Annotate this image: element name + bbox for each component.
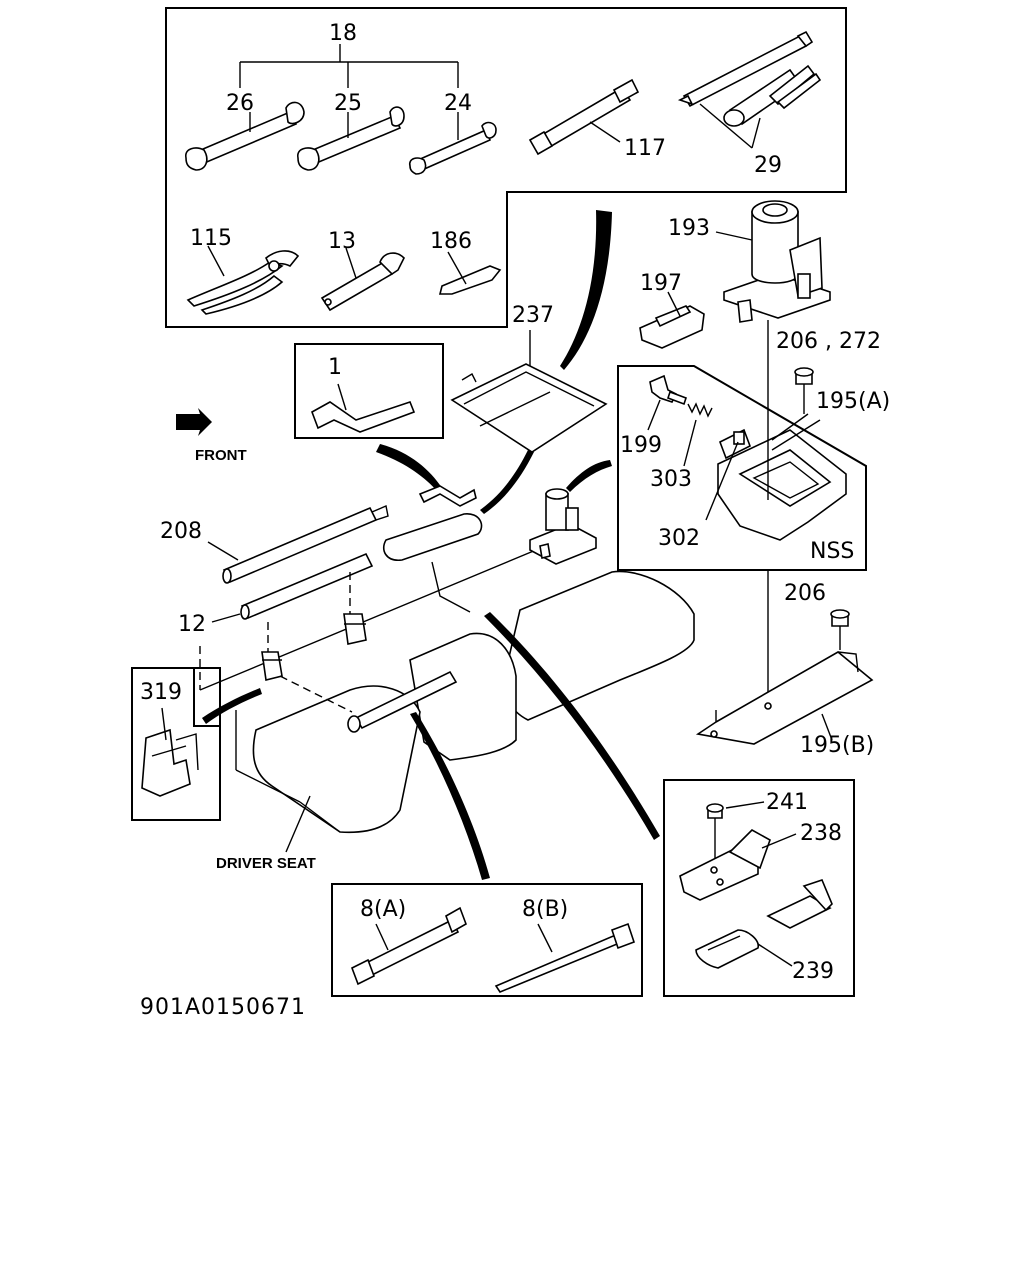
- label-25: 25: [334, 91, 362, 116]
- label-8b: 8(B): [522, 897, 568, 922]
- label-18: 18: [329, 21, 357, 46]
- front-arrow-icon: [176, 408, 212, 436]
- detail-frame-1: [294, 343, 444, 439]
- label-238: 238: [800, 821, 842, 846]
- spring-303: [683, 402, 713, 467]
- label-237: 237: [512, 303, 554, 328]
- lug-wrench-8b: [494, 922, 636, 993]
- clip-right: [343, 613, 367, 645]
- detail-frame-8: [331, 883, 643, 997]
- leader-driver-seat: [285, 795, 311, 853]
- bolt-241: [706, 801, 765, 858]
- jack-bracket-195a: [717, 419, 847, 541]
- bolt-206: [830, 609, 850, 650]
- label-302: 302: [658, 526, 700, 551]
- label-241: 241: [766, 790, 808, 815]
- tube-12: [211, 552, 374, 623]
- label-206: 206: [784, 581, 826, 606]
- jack-on-seat: [529, 488, 597, 565]
- callout-wedge-319: [202, 688, 262, 724]
- tool-kit-frame: [165, 7, 847, 328]
- diagram-code: 901A0150671: [140, 995, 306, 1020]
- detail-frame-319: [131, 667, 221, 821]
- label-239: 239: [792, 959, 834, 984]
- clip-upper-right: [766, 879, 833, 929]
- leader-302: [705, 441, 739, 521]
- detail-frame-238: [663, 779, 855, 997]
- clip-319: [141, 707, 199, 797]
- jack-mount-frame: [617, 365, 867, 571]
- label-186: 186: [430, 229, 472, 254]
- pliers-115: [186, 245, 300, 315]
- tube-208: [207, 505, 389, 584]
- handle-set-29: [677, 30, 822, 149]
- label-206-272: 206 , 272: [776, 329, 881, 354]
- callout-wedge-238: [484, 612, 660, 840]
- jack-193: [715, 200, 831, 323]
- label-29: 29: [754, 153, 782, 178]
- extension-bar-117: [528, 78, 640, 156]
- wrench-26: [185, 101, 305, 171]
- callout-wedge-237: [560, 210, 612, 370]
- label-driver-seat: DRIVER SEAT: [216, 855, 316, 872]
- tool-186: [438, 251, 502, 295]
- callout-wedge-1: [376, 444, 442, 492]
- bracket-197: [639, 291, 705, 349]
- bolt-206-272: [771, 367, 814, 441]
- handle-on-seat: [382, 485, 483, 613]
- label-24: 24: [444, 91, 472, 116]
- callout-wedge-8: [410, 712, 490, 880]
- label-195b: 195(B): [800, 733, 874, 758]
- label-319: 319: [140, 680, 182, 705]
- label-117: 117: [624, 136, 666, 161]
- clip-239: [695, 929, 793, 969]
- lug-wrench-seat: [279, 670, 458, 733]
- label-13: 13: [328, 229, 356, 254]
- label-1: 1: [328, 355, 342, 380]
- label-12: 12: [178, 612, 206, 637]
- callout-wedge-bag: [480, 450, 534, 514]
- wrench-24: [408, 112, 497, 175]
- bracket-18: [239, 44, 459, 88]
- label-nss: NSS: [810, 539, 854, 564]
- handle-1: [311, 383, 416, 433]
- label-front: FRONT: [195, 447, 247, 464]
- tool-bag-237: [450, 330, 608, 453]
- label-199: 199: [620, 433, 662, 458]
- callout-wedge-jack: [566, 460, 612, 492]
- socket-wrench-8a: [350, 906, 467, 986]
- label-193: 193: [668, 216, 710, 241]
- detail-frame-319-notch: [193, 668, 220, 727]
- label-208: 208: [160, 519, 202, 544]
- label-26: 26: [226, 91, 254, 116]
- label-303: 303: [650, 467, 692, 492]
- label-115: 115: [190, 226, 232, 251]
- plate-195b: [695, 651, 874, 745]
- clip-left: [261, 651, 283, 681]
- label-197: 197: [640, 271, 682, 296]
- wing-bolt-199: [647, 374, 688, 431]
- label-8a: 8(A): [360, 897, 406, 922]
- wrench-25: [297, 106, 405, 171]
- adjustable-wrench-13: [320, 247, 405, 312]
- label-195a: 195(A): [816, 389, 890, 414]
- bracket-238: [679, 829, 797, 901]
